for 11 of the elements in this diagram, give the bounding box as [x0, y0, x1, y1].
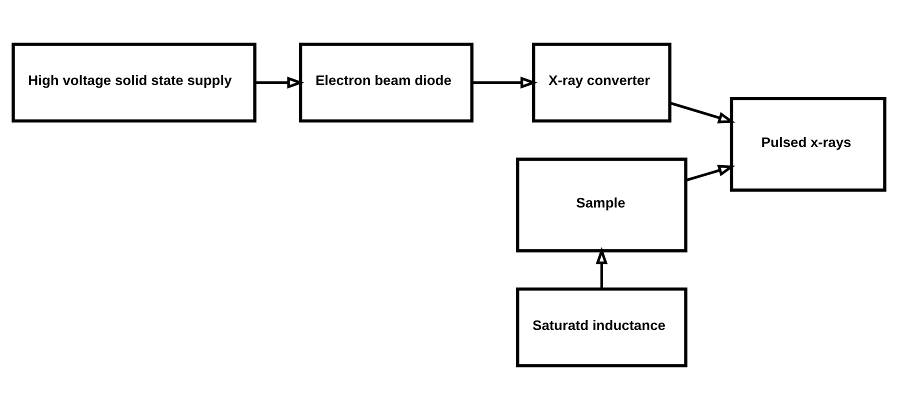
node-box: Pulsed x-rays [729, 97, 886, 192]
node-box: Sample [516, 158, 687, 252]
node-box: Saturatd inductance [516, 287, 687, 368]
node-box: Electron beam diode [298, 42, 473, 123]
arrow [669, 102, 735, 124]
node-box: X-ray converter [532, 42, 671, 123]
arrow [684, 164, 735, 182]
arrow [254, 76, 304, 89]
arrow [595, 247, 608, 289]
node-box: High voltage solid state supply [11, 42, 256, 123]
arrow [471, 76, 538, 89]
